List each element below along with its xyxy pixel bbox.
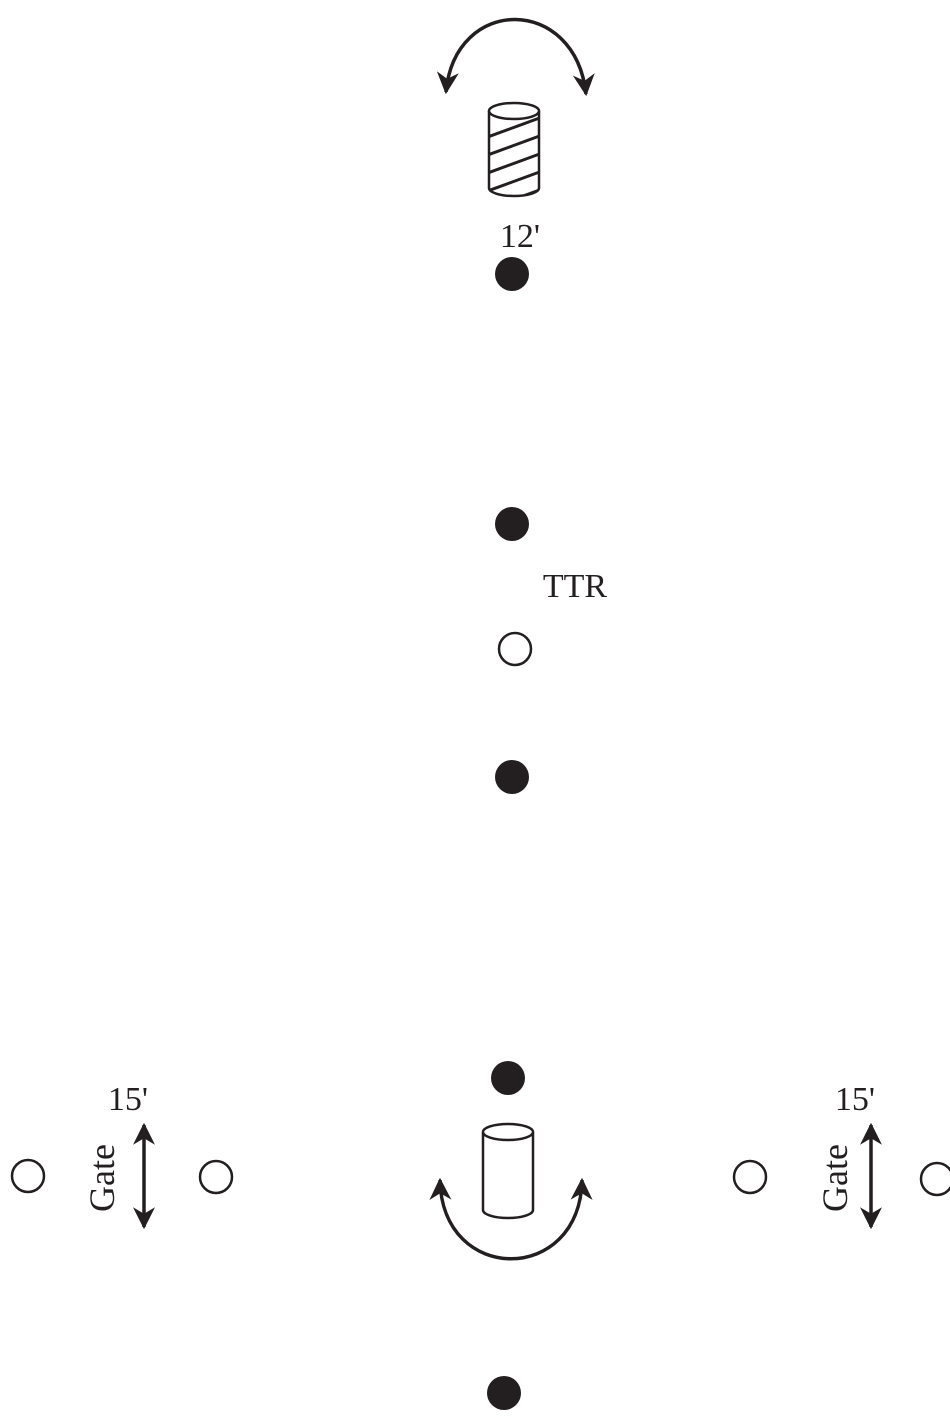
left-gate-label: Gate bbox=[82, 1144, 122, 1212]
left-gate: Gate 15' bbox=[10, 1081, 234, 1230]
plain-cylinder-bottom bbox=[481, 1122, 535, 1220]
right-gate: Gate 15' bbox=[732, 1081, 950, 1230]
filled-cone bbox=[495, 257, 529, 291]
filled-cone bbox=[495, 507, 529, 541]
filled-cone bbox=[491, 1061, 525, 1095]
left-gate-cone-inner bbox=[198, 1159, 234, 1195]
right-gate-cone-outer bbox=[919, 1161, 950, 1197]
bottom-rotation-arrow bbox=[429, 1177, 593, 1261]
top-distance-label: 12' bbox=[500, 218, 540, 255]
top-rotation-arrow bbox=[436, 17, 595, 97]
filled-cone bbox=[487, 1376, 521, 1410]
filled-cone bbox=[495, 760, 529, 794]
left-gate-cone-outer bbox=[10, 1158, 46, 1194]
right-distance-label: 15' bbox=[835, 1081, 875, 1118]
left-distance-label: 15' bbox=[108, 1081, 148, 1118]
striped-cylinder-top bbox=[487, 101, 541, 198]
open-cone bbox=[497, 631, 533, 667]
right-gate-label: Gate bbox=[815, 1144, 855, 1212]
middle-label: TTR bbox=[543, 568, 608, 605]
right-gate-cone-inner bbox=[732, 1159, 768, 1195]
